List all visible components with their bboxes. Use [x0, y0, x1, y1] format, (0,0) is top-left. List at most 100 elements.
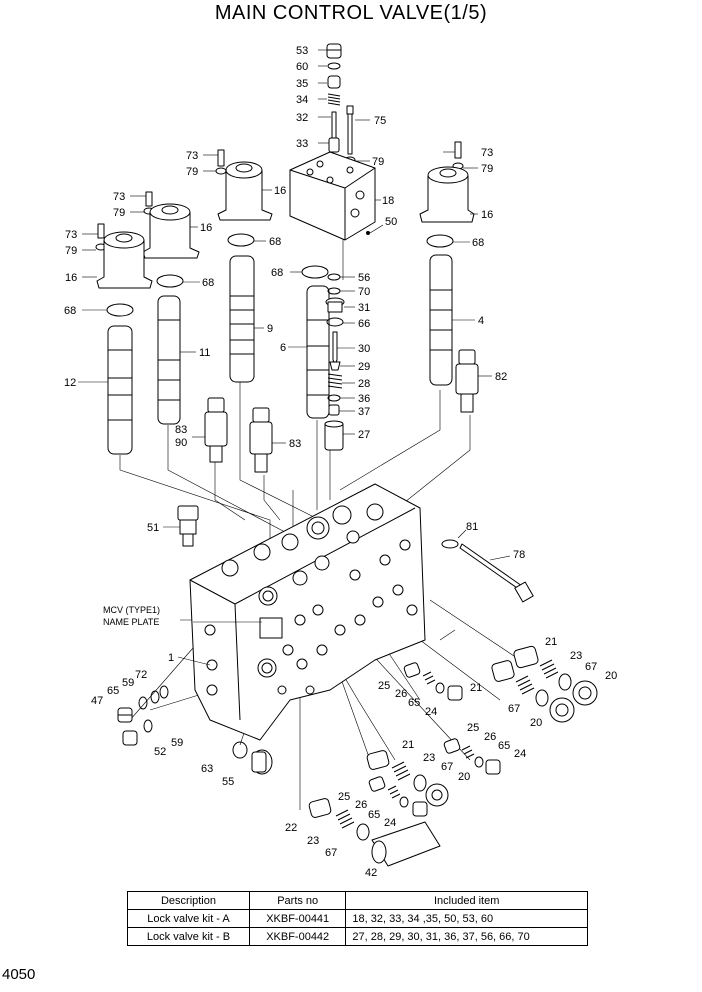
relief-valve-83	[249, 407, 273, 473]
main-valve-body-1	[189, 483, 426, 741]
label-68-c: 68	[64, 305, 76, 317]
label-73-mid: 73	[186, 150, 198, 162]
o-ring-68-e	[426, 234, 454, 248]
label-12: 12	[64, 377, 76, 389]
spool-11	[157, 295, 181, 425]
label-16-right: 16	[481, 209, 493, 221]
label-27: 27	[358, 429, 370, 441]
label-16-left-upper: 16	[200, 222, 212, 234]
spring-23-b	[391, 761, 411, 781]
label-83-right: 83	[289, 438, 301, 450]
bolt-75	[346, 105, 354, 155]
label-79-top: 79	[372, 156, 384, 168]
label-68-e: 68	[472, 237, 484, 249]
o-ring-60	[327, 62, 341, 70]
o-ring-65-d	[399, 796, 409, 808]
pilot-cap-16-top-mid	[215, 149, 273, 221]
spool-9	[229, 255, 255, 383]
label-23-top: 23	[570, 650, 582, 662]
label-90: 90	[175, 437, 187, 449]
plug-53	[326, 43, 342, 59]
label-29: 29	[358, 361, 370, 373]
kit-included-items: 27, 28, 29, 30, 31, 36, 37, 56, 66, 70	[345, 927, 588, 946]
label-25-b: 25	[467, 722, 479, 734]
label-56: 56	[358, 272, 370, 284]
label-79-mid: 79	[186, 166, 198, 178]
piston-30	[332, 331, 338, 365]
label-21-low: 21	[402, 739, 414, 751]
spool-12	[107, 325, 133, 455]
label-18: 18	[382, 195, 394, 207]
label-26-a: 26	[395, 688, 407, 700]
spring-23-mid	[515, 675, 535, 695]
label-30: 30	[358, 343, 370, 355]
label-23-bottom: 23	[307, 835, 319, 847]
spring-26-b	[461, 745, 475, 759]
kit-description: Lock valve kit - A	[127, 909, 250, 928]
label-28: 28	[358, 378, 370, 390]
label-20-mid: 20	[530, 717, 542, 729]
label-11: 11	[199, 347, 210, 359]
poppet-25-c	[368, 776, 386, 792]
label-24-c: 24	[384, 817, 396, 829]
plug-20-b	[425, 783, 449, 807]
label-75: 75	[374, 115, 386, 127]
label-23-low: 23	[423, 752, 435, 764]
plug-52	[122, 730, 138, 746]
label-16-left-lower: 16	[65, 272, 77, 284]
dot-50	[366, 231, 370, 235]
label-22: 22	[285, 822, 297, 834]
poppet-25-a	[403, 662, 421, 678]
label-60: 60	[296, 61, 308, 73]
plug-24-b	[485, 759, 501, 775]
o-ring-67-mid	[535, 689, 549, 707]
label-82: 82	[495, 371, 507, 383]
label-66: 66	[358, 318, 370, 330]
label-47: 47	[91, 695, 103, 707]
label-83-left: 83	[175, 424, 187, 436]
label-81: 81	[466, 521, 478, 533]
o-ring-56	[327, 273, 341, 281]
plug-47	[117, 707, 133, 723]
seat-33	[328, 137, 340, 153]
label-67-bottom: 67	[325, 847, 337, 859]
label-73-right: 73	[481, 147, 493, 159]
label-65-c: 65	[498, 740, 510, 752]
o-ring-68-c	[106, 303, 134, 317]
o-ring-65-b	[435, 682, 445, 694]
label-20-top: 20	[605, 670, 617, 682]
label-21-top: 21	[545, 636, 557, 648]
o-ring-72	[159, 685, 169, 699]
page-number: 4050	[2, 966, 36, 983]
kit-description: Lock valve kit - B	[127, 927, 250, 946]
poppet-21-top	[513, 645, 539, 669]
o-ring-63	[232, 741, 248, 759]
label-1: 1	[168, 652, 174, 664]
label-65-b: 65	[408, 697, 420, 709]
plug-55	[251, 749, 273, 775]
kit-table-header: Parts no	[248, 891, 347, 910]
label-34: 34	[296, 94, 308, 106]
o-ring-67-c	[356, 823, 370, 841]
spring-23-top	[539, 659, 559, 679]
label-72: 72	[135, 669, 147, 681]
label-leaders	[78, 49, 511, 666]
label-42: 42	[365, 867, 377, 879]
kit-table-row: Lock valve kit - A XKBF-00441 18, 32, 33…	[127, 909, 588, 928]
label-67-low: 67	[441, 761, 453, 773]
label-52: 52	[154, 746, 166, 758]
pilot-cap-16-left-lower	[95, 223, 153, 289]
plug-20-mid	[549, 697, 575, 723]
relief-valve-82	[455, 349, 479, 413]
lock-valve-block-18	[289, 151, 376, 241]
o-ring-67-b	[413, 774, 427, 792]
relief-valve-83-90	[204, 397, 228, 463]
label-6: 6	[280, 342, 286, 354]
o-ring-68-a	[227, 233, 255, 247]
poppet-29	[329, 361, 341, 371]
spring-26-c	[387, 785, 401, 799]
label-9: 9	[267, 323, 273, 335]
o-ring-68-d	[301, 265, 329, 279]
label-24-a: 24	[425, 706, 437, 718]
o-ring-67-top	[558, 673, 572, 691]
